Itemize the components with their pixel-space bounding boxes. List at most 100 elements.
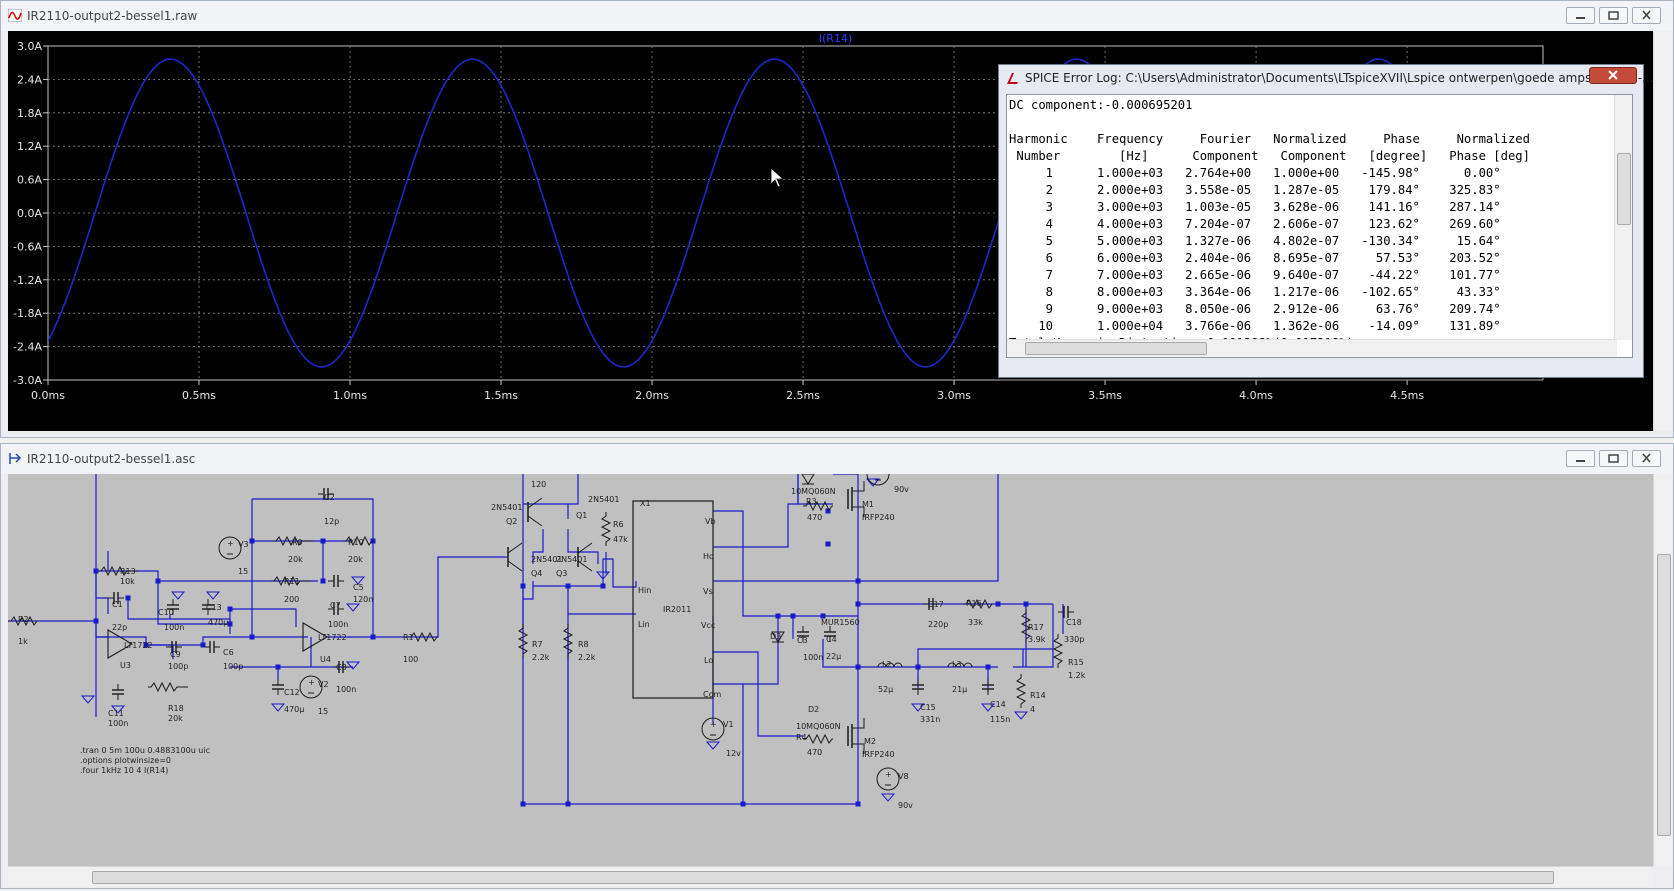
component-label: C7 bbox=[330, 601, 341, 610]
wire bbox=[230, 608, 297, 627]
voltage-source-symbol bbox=[866, 474, 890, 486]
component-label: 3.9k bbox=[1028, 635, 1046, 644]
close-button[interactable] bbox=[1632, 7, 1661, 24]
component-label: C13 bbox=[206, 603, 222, 612]
component-label: R10 bbox=[348, 538, 364, 547]
inductor-symbol bbox=[947, 662, 973, 668]
plus-sign: + bbox=[710, 720, 717, 729]
wire bbox=[713, 510, 778, 617]
diode-symbol bbox=[801, 474, 815, 485]
junction-dot bbox=[820, 613, 826, 619]
plus-sign: + bbox=[308, 678, 315, 687]
wire bbox=[252, 498, 374, 541]
log-window-title: SPICE Error Log: C:\Users\Administrator\… bbox=[1025, 71, 1654, 85]
ir2011-ic-body bbox=[632, 500, 714, 699]
wire bbox=[170, 618, 231, 634]
log-close-button[interactable] bbox=[1589, 67, 1637, 84]
component-label: C15 bbox=[920, 703, 936, 712]
plot-titlebar[interactable]: IR2110-output2-bessel1.raw bbox=[1, 1, 1673, 31]
resistor-symbol bbox=[600, 512, 612, 546]
mosfet-drain bbox=[852, 718, 865, 729]
component-label: 22p bbox=[112, 623, 127, 632]
schematic-hscroll-thumb[interactable] bbox=[92, 871, 1554, 884]
component-label: Vs bbox=[703, 587, 713, 596]
junction-dot bbox=[227, 606, 233, 612]
restore-button[interactable] bbox=[1599, 7, 1628, 24]
component-label: 4 bbox=[1030, 705, 1035, 714]
component-label: Lo bbox=[704, 656, 713, 665]
component-label: C14 bbox=[990, 700, 1006, 709]
resistor-symbol bbox=[273, 535, 313, 547]
component-label: V1 bbox=[723, 720, 734, 729]
schematic-window: IR2110-output2-bessel1.asc +++++R21kR131… bbox=[0, 443, 1674, 889]
component-label: R11 bbox=[284, 577, 300, 586]
spice-error-log-window[interactable]: SPICE Error Log: C:\Users\Administrator\… bbox=[998, 64, 1653, 378]
restore-button[interactable] bbox=[1599, 450, 1628, 467]
close-button[interactable] bbox=[1632, 450, 1661, 467]
schematic-horizontal-scrollbar[interactable] bbox=[8, 866, 1653, 887]
close-icon bbox=[1642, 10, 1651, 20]
junction-dot bbox=[143, 642, 149, 648]
component-label: IR2011 bbox=[663, 605, 691, 614]
schematic-canvas[interactable]: +++++R21kR1310kC122pC10100nC13470µU3LT17… bbox=[8, 474, 1653, 866]
component-label: 2N5401 bbox=[588, 495, 619, 504]
schematic-titlebar[interactable]: IR2110-output2-bessel1.asc bbox=[1, 444, 1673, 474]
component-label: L2 bbox=[882, 660, 892, 669]
restore-icon bbox=[1608, 11, 1619, 20]
log-horizontal-scrollbar[interactable] bbox=[1007, 339, 1617, 357]
mosfet-source bbox=[852, 506, 865, 517]
junction-dot bbox=[200, 642, 206, 648]
component-label: C5 bbox=[353, 583, 364, 592]
component-label: R18 bbox=[168, 704, 184, 713]
ground-icon bbox=[205, 591, 221, 600]
y-tick-label: 1.8A bbox=[17, 107, 42, 120]
close-icon bbox=[1642, 453, 1651, 463]
wire bbox=[797, 474, 833, 505]
junction-dot bbox=[93, 618, 99, 624]
log-hscroll-thumb[interactable] bbox=[1025, 342, 1207, 355]
component-label: Ho bbox=[703, 552, 714, 561]
component-label: 470µ bbox=[284, 705, 304, 714]
y-tick-label: -2.4A bbox=[13, 341, 42, 354]
component-label: LT1722 bbox=[318, 633, 347, 642]
component-label: 20k bbox=[288, 555, 303, 564]
minimize-button[interactable] bbox=[1566, 7, 1595, 24]
component-label: C4 bbox=[826, 635, 837, 644]
component-label: X1 bbox=[640, 499, 651, 508]
component-label: Lin bbox=[638, 620, 650, 629]
component-label: R14 bbox=[1030, 691, 1046, 700]
x-tick-label: 1.5ms bbox=[484, 389, 518, 402]
junction-dot bbox=[825, 508, 831, 514]
component-label: R15 bbox=[1068, 658, 1084, 667]
ground-icon bbox=[910, 703, 926, 712]
schematic-window-title: IR2110-output2-bessel1.asc bbox=[27, 452, 196, 466]
ground-icon bbox=[170, 591, 186, 600]
close-icon bbox=[1608, 70, 1618, 80]
ground-icon bbox=[270, 703, 286, 712]
log-vertical-scrollbar[interactable] bbox=[1614, 95, 1632, 340]
junction-dot bbox=[855, 601, 861, 607]
schematic-vertical-scrollbar[interactable] bbox=[1653, 474, 1673, 866]
spice-directive: .four 1kHz 10 4 I(R14) bbox=[80, 766, 168, 775]
component-label: V3 bbox=[238, 540, 249, 549]
component-label: D1 bbox=[804, 474, 815, 476]
component-label: 22µ bbox=[826, 652, 841, 661]
wire bbox=[373, 556, 503, 638]
component-label: R6 bbox=[613, 520, 624, 529]
log-scroll-thumb[interactable] bbox=[1617, 153, 1631, 225]
component-label: 2.2k bbox=[532, 653, 550, 662]
y-tick-label: 0.0A bbox=[17, 207, 42, 220]
resistor-symbol bbox=[343, 535, 373, 547]
log-text-area[interactable]: DC component:-0.000695201 Harmonic Frequ… bbox=[1006, 94, 1633, 358]
resistor-symbol bbox=[1020, 609, 1032, 643]
component-label: 100n bbox=[328, 620, 348, 629]
plot-vertical-scrollbar[interactable] bbox=[1653, 31, 1673, 431]
y-tick-label: -1.2A bbox=[13, 274, 42, 287]
schematic-vscroll-thumb[interactable] bbox=[1657, 554, 1671, 836]
component-label: 470 bbox=[807, 748, 822, 757]
wire bbox=[917, 648, 1024, 667]
circuit-diagram[interactable]: +++++R21kR1310kC122pC10100nC13470µU3LT17… bbox=[8, 474, 1653, 866]
component-label: 20k bbox=[168, 714, 183, 723]
minimize-button[interactable] bbox=[1566, 450, 1595, 467]
component-label: 470 bbox=[807, 513, 822, 522]
